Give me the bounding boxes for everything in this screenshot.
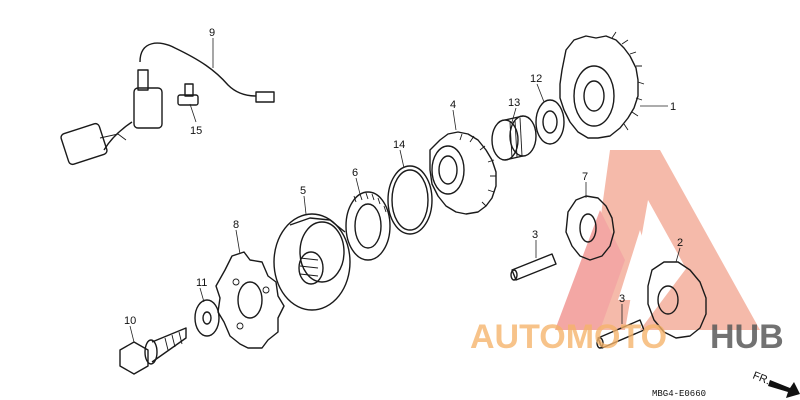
part-12-thrust-washer[interactable] [535,99,565,145]
part-5-clutch-outer[interactable] [273,213,351,311]
part-15-bolt[interactable] [177,83,199,106]
part-7-small-gear[interactable] [565,195,615,261]
part-8-sprocket-plate[interactable] [215,251,285,349]
leader-lines [129,38,681,343]
callout-8: 8 [233,219,239,231]
callout-3-upper: 3 [532,229,538,241]
part-3-shaft-lower[interactable] [596,319,645,349]
watermark-text-primary: AUTOMOTO [470,318,667,356]
callout-15: 15 [190,125,202,137]
callout-11: 11 [196,277,207,289]
callout-7: 7 [582,171,588,183]
part-1-large-gear[interactable] [559,31,645,139]
part-10-flange-bolt[interactable] [119,327,187,375]
callout-9: 9 [209,27,215,39]
callout-12: 12 [530,73,542,85]
callout-4: 4 [450,99,456,111]
callout-2: 2 [677,237,683,249]
callout-5: 5 [300,185,306,197]
part-11-washer[interactable] [194,299,220,337]
front-direction-indicator: FR. [751,370,800,398]
watermark-logo [555,150,760,330]
callout-1: 1 [670,101,676,113]
watermark-text: AUTOMOTO HUB [470,318,784,356]
watermark-text-secondary: HUB [710,318,784,356]
part-4-driven-gear[interactable] [429,131,497,215]
part-13-needle-bearing[interactable] [491,115,537,161]
direction-arrow-icon [768,380,800,398]
part-3-shaft-upper[interactable] [510,253,557,281]
diagram-code: MBG4-E0660 [652,389,706,399]
callout-10: 10 [124,315,136,327]
callout-3-lower: 3 [619,293,625,305]
part-6-one-way-clutch[interactable] [345,191,391,261]
part-14-snap-ring[interactable] [387,165,433,235]
callout-6: 6 [352,167,358,179]
callout-13: 13 [508,97,520,109]
callout-14: 14 [393,139,405,151]
callout-labels: 9 15 10 11 8 5 6 14 4 13 12 1 7 3 2 3 [124,27,683,327]
part-2-gear[interactable] [647,261,707,339]
part-9-sensor-harness[interactable] [60,42,275,166]
